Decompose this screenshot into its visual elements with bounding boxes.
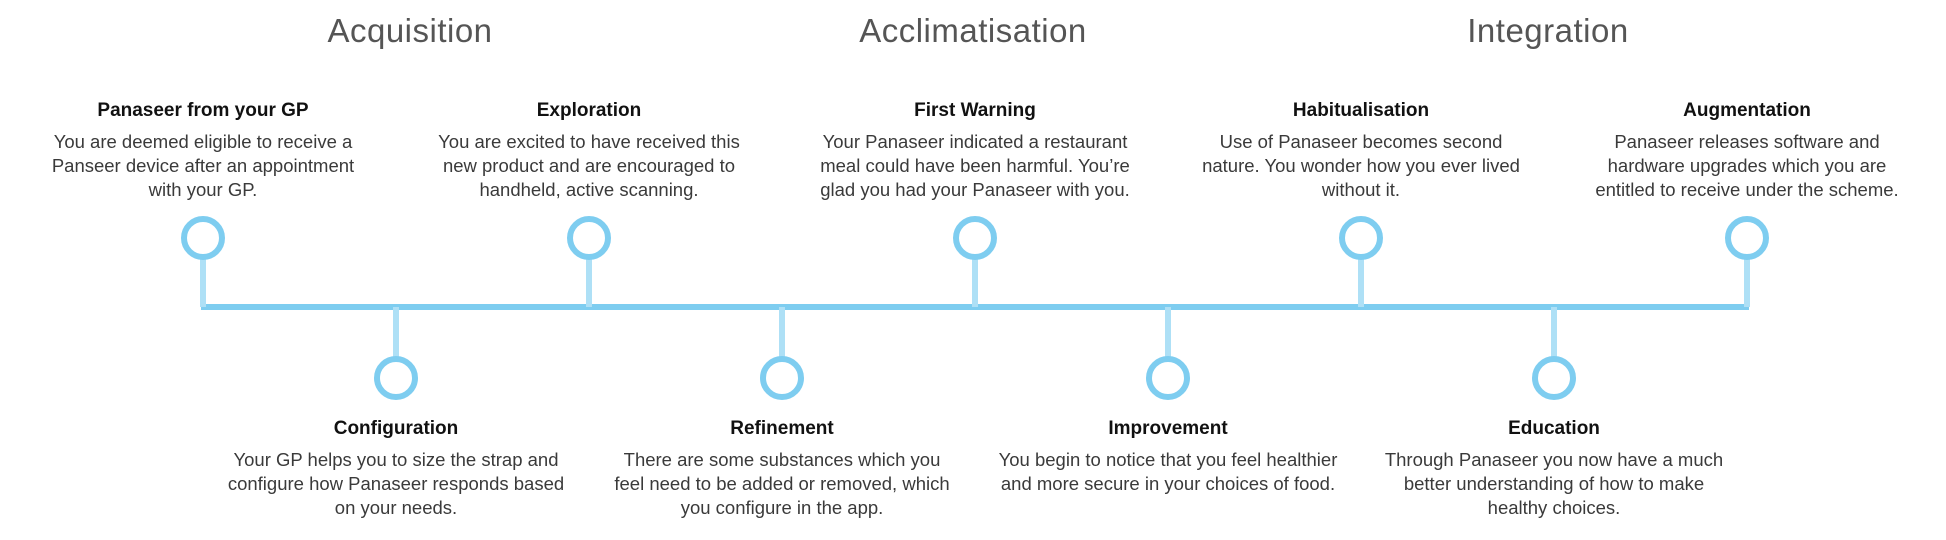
stage-description: You are excited to have received this ne…	[438, 131, 740, 200]
stage-node	[567, 216, 611, 260]
stage-title: Configuration	[333, 418, 459, 439]
stage-node	[374, 356, 418, 400]
stage-title: Augmentation	[1683, 100, 1811, 121]
stage-block: Panaseer from your GP You are deemed elig…	[33, 100, 373, 202]
stage-node	[1532, 356, 1576, 400]
phase-title-acclimatisation: Acclimatisation	[859, 12, 1087, 49]
timeline-nodes	[181, 216, 1769, 400]
stage-description: Panaseer releases software and hardware …	[1595, 131, 1899, 200]
stage-node	[1725, 216, 1769, 260]
stage-title: First Warning	[914, 100, 1036, 121]
stage-title: Refinement	[730, 418, 834, 439]
stage-node	[953, 216, 997, 260]
stage-title: Exploration	[536, 100, 642, 121]
stage-node	[181, 216, 225, 260]
stage-description: Your GP helps you to size the strap and …	[227, 449, 565, 518]
phase-title-acquisition: Acquisition	[327, 12, 493, 49]
stage-description: Through Panaseer you now have a much bet…	[1384, 449, 1724, 518]
stage-title: Panaseer from your GP	[97, 100, 309, 121]
stage-description: You are deemed eligible to receive a Pan…	[51, 131, 355, 200]
stage-title: Improvement	[1108, 418, 1228, 439]
stage-node	[1146, 356, 1190, 400]
stage-description: Use of Panaseer becomes second nature. Y…	[1202, 131, 1520, 200]
stage-description: You begin to notice that you feel health…	[998, 449, 1338, 494]
stage-description: Your Panaseer indicated a restaurant mea…	[820, 131, 1130, 200]
stage-node	[760, 356, 804, 400]
stage-description: There are some substances which you feel…	[614, 449, 950, 518]
stage-node	[1339, 216, 1383, 260]
phase-title-integration: Integration	[1467, 12, 1629, 49]
stage-title: Education	[1508, 418, 1600, 439]
stage-title: Habitualisation	[1292, 100, 1430, 121]
